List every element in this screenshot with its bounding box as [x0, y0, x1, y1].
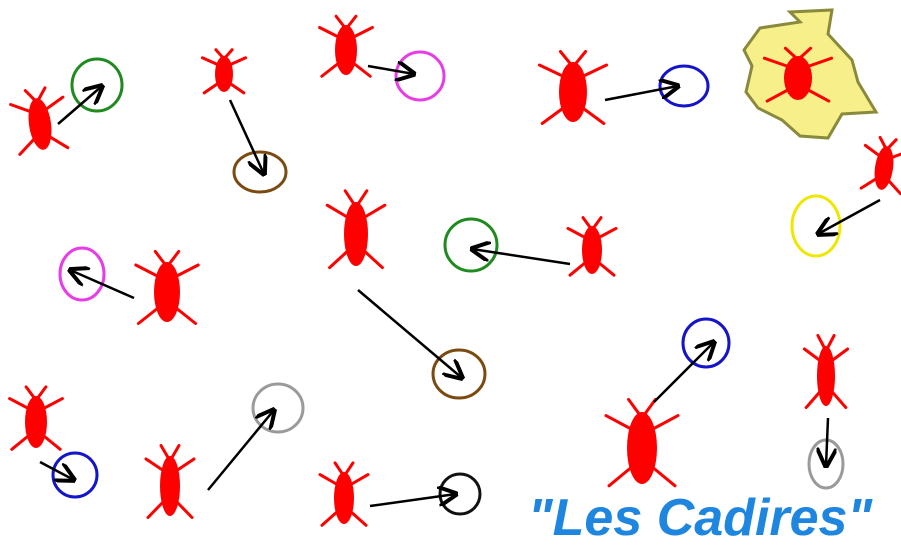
arrow [818, 198, 881, 234]
bug [537, 50, 609, 125]
bug [566, 216, 618, 277]
bug [318, 461, 370, 527]
bug [859, 135, 901, 196]
arrow [357, 289, 462, 378]
ring-blue [658, 64, 710, 108]
ring-magenta [58, 246, 106, 302]
bug [802, 334, 850, 409]
ring-magenta [394, 50, 446, 102]
bug [325, 189, 387, 270]
arrow [70, 270, 135, 300]
arrow [653, 342, 714, 403]
ring-blue [681, 317, 731, 369]
arrow [472, 249, 571, 266]
bug [8, 385, 64, 451]
arrow [207, 410, 274, 491]
arrow [39, 460, 74, 480]
ring-green [443, 217, 499, 273]
arrow [826, 417, 828, 466]
bug [318, 14, 374, 78]
ring-black [438, 472, 482, 516]
arrow [228, 99, 264, 174]
ring-gray [251, 382, 305, 434]
arrow [57, 86, 102, 125]
arrow [604, 86, 678, 102]
arrow [369, 494, 456, 508]
title-text: "Les Cadires" [528, 489, 873, 547]
bug [144, 444, 196, 519]
ring-brown [431, 348, 487, 400]
ring-blue [51, 451, 99, 499]
arrow [367, 66, 414, 74]
bug [9, 86, 70, 156]
bug [134, 250, 200, 325]
ring-yellow [790, 194, 842, 258]
bug [762, 46, 834, 103]
bug [604, 397, 680, 488]
ring-brown [232, 150, 288, 194]
ring-green [70, 57, 124, 113]
bug [200, 48, 248, 95]
